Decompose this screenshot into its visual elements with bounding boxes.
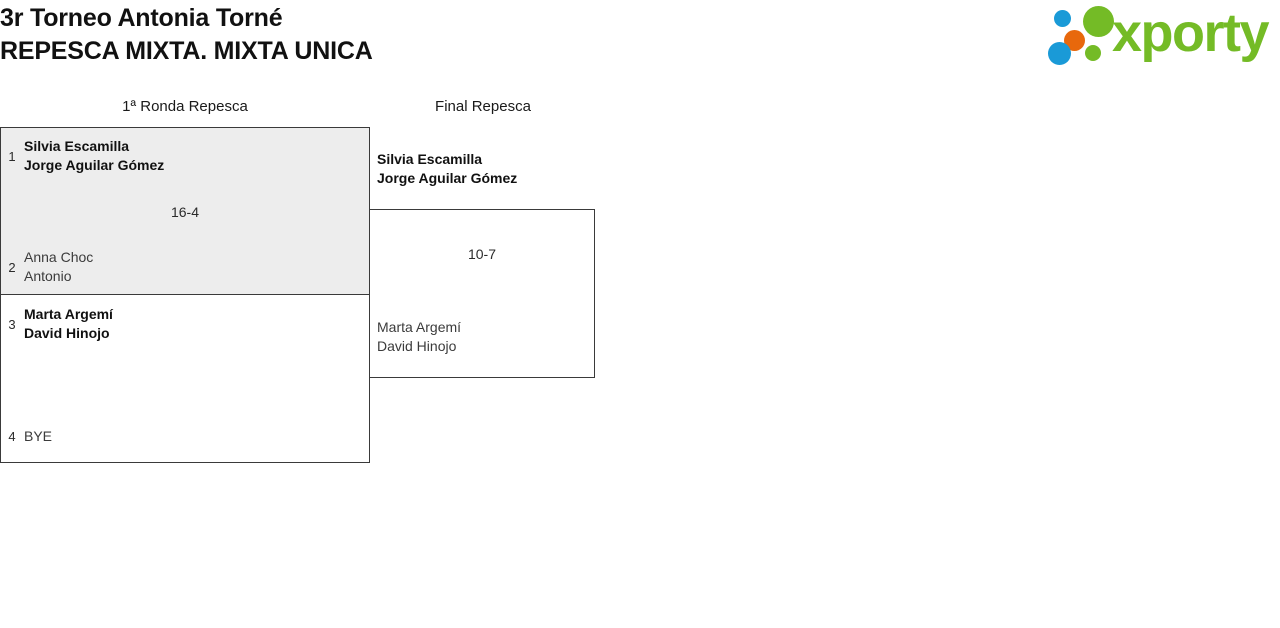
tournament-header: 3r Torneo Antonia Torné REPESCA MIXTA. M… [0,0,1280,90]
competitor-name-line-1: BYE [24,427,53,444]
page-title: 3r Torneo Antonia Torné REPESCA MIXTA. M… [0,2,373,68]
competitor-name-line-2: Jorge Aguilar Gómez [377,170,518,186]
match-box-round1-match2[interactable] [0,294,370,463]
competitor-name-line-2: David Hinojo [377,338,457,354]
competitor-names: BYE [24,428,52,445]
competitor-name-line-1: Silvia Escamilla [377,151,483,167]
competitor-final-top[interactable]: Silvia Escamilla Jorge Aguilar Gómez [377,150,517,188]
competitor-final-bottom[interactable]: Marta Argemí David Hinojo [377,318,461,356]
round-header-first-round: 1ª Ronda Repesca [122,98,248,115]
round-header-final: Final Repesca [435,98,531,115]
logo-wordmark: xporty [1112,3,1270,63]
competitor-round1-match2-top[interactable]: 3 Marta Argemí David Hinojo [0,304,113,344]
logo-dot-orange [1064,30,1085,51]
competitor-name-line-1: Silvia Escamilla [24,138,130,154]
seed-number: 2 [8,259,16,275]
tournament-category: REPESCA MIXTA. MIXTA UNICA [0,37,373,65]
competitor-round1-match1-top[interactable]: 1 Silvia Escamilla Jorge Aguilar Gómez [0,136,164,176]
logo-dot-green-small [1085,45,1101,61]
competitor-name-line-2: David Hinojo [24,325,110,341]
logo-dot-blue-small [1054,10,1071,27]
xporty-logo[interactable]: xporty [1048,3,1276,66]
competitor-name-line-1: Marta Argemí [24,306,113,322]
logo-dot-blue-large [1048,42,1071,65]
competitor-name-line-2: Antonio [24,268,72,284]
competitor-round1-match2-bottom[interactable]: 4 BYE [0,424,52,448]
score-final: 10-7 [467,246,497,262]
logo-dot-green-large [1083,6,1114,37]
competitor-names: Marta Argemí David Hinojo [24,305,113,343]
competitor-name-line-1: Anna Choc [24,249,94,265]
competitor-name-line-2: Jorge Aguilar Gómez [24,157,165,173]
competitor-name-line-1: Marta Argemí [377,319,462,335]
tournament-name: 3r Torneo Antonia Torné [0,4,283,32]
match-box-round1-match1[interactable] [0,127,370,295]
competitor-names: Silvia Escamilla Jorge Aguilar Gómez [24,137,164,175]
seed-number: 3 [8,316,16,332]
match-box-final[interactable] [369,209,595,378]
competitor-names: Anna Choc Antonio [24,248,93,286]
competitor-round1-match1-bottom[interactable]: 2 Anna Choc Antonio [0,247,93,287]
seed-number: 4 [8,428,16,444]
logo-dots-icon [1048,4,1120,65]
score-round1-match1: 16-4 [170,204,200,220]
seed-number: 1 [8,148,16,164]
